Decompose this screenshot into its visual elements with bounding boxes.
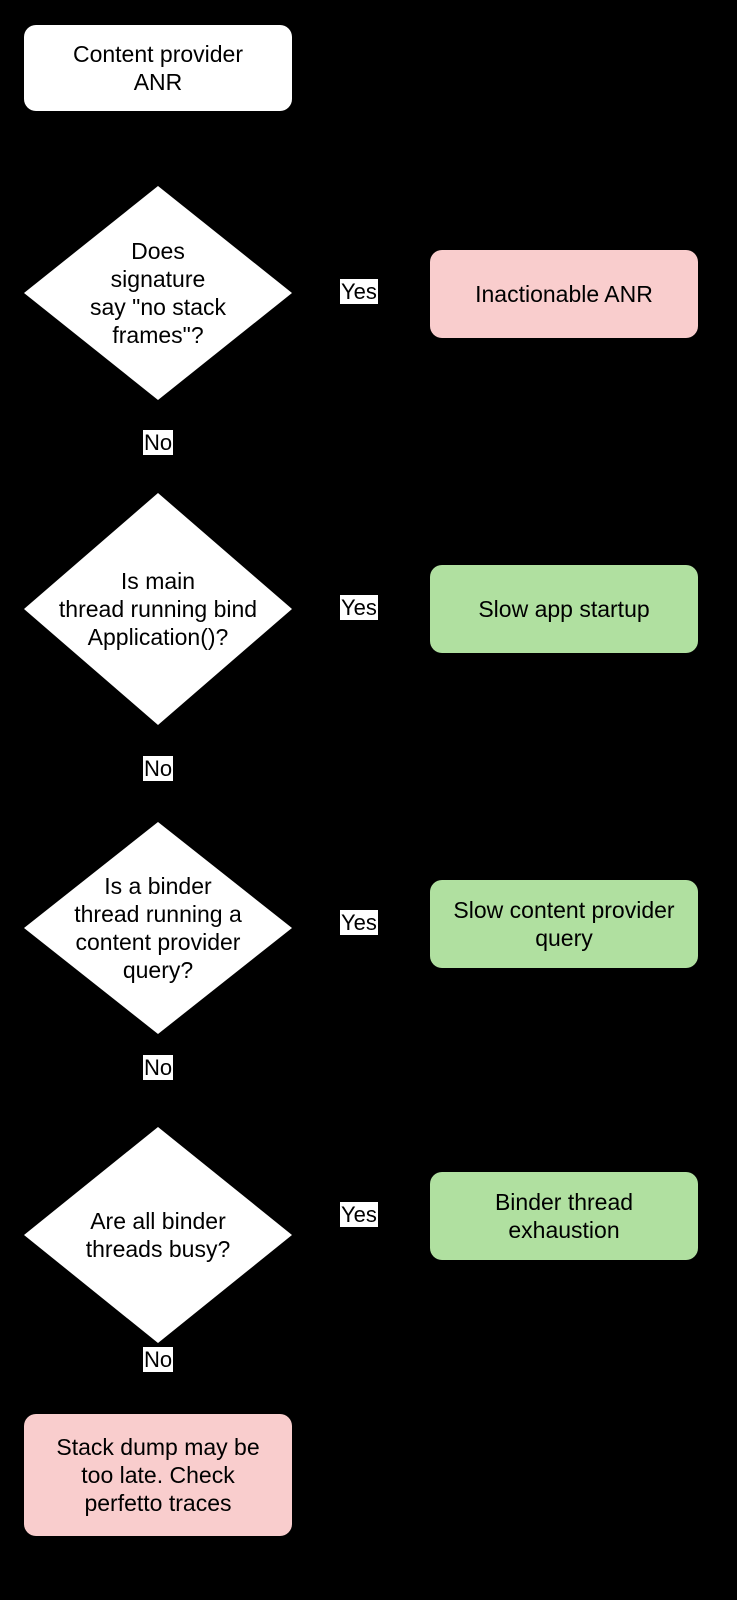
- edge-label-no-4: No: [143, 1347, 174, 1373]
- connector-decision4-to-final: [157, 1343, 159, 1425]
- connector-decision3-to-decision4: [157, 1034, 159, 1127]
- node-decision-3-label: Is a binder thread running a content pro…: [74, 872, 242, 984]
- edge-label-yes-3: Yes: [340, 910, 378, 936]
- node-decision-binder-thread-content-provider-query[interactable]: Is a binder thread running a content pro…: [24, 822, 292, 1034]
- node-result-binder-thread-exhaustion[interactable]: Binder thread exhaustion: [430, 1172, 698, 1260]
- edge-label-no-2: No: [143, 756, 174, 782]
- node-start[interactable]: Content provider ANR: [24, 25, 292, 111]
- node-decision-main-thread-bind-application[interactable]: Is main thread running bind Application(…: [24, 493, 292, 725]
- edge-label-no-1: No: [143, 430, 174, 456]
- node-decision-1-label: Does signature say "no stack frames"?: [89, 237, 226, 349]
- node-decision-all-binder-threads-busy[interactable]: Are all binder threads busy?: [24, 1127, 292, 1343]
- edge-label-yes-1: Yes: [340, 279, 378, 305]
- edge-label-yes-2: Yes: [340, 595, 378, 621]
- node-final-label: Stack dump may be too late. Check perfet…: [56, 1433, 260, 1517]
- node-result-1-label: Inactionable ANR: [475, 280, 653, 307]
- connector-start-to-decision1: [157, 110, 159, 186]
- node-result-4-label: Binder thread exhaustion: [494, 1188, 634, 1243]
- edge-label-yes-4: Yes: [340, 1202, 378, 1228]
- node-result-3-label: Slow content provider query: [453, 896, 675, 951]
- node-result-slow-content-provider-query[interactable]: Slow content provider query: [430, 880, 698, 968]
- node-start-label: Content provider ANR: [72, 40, 244, 95]
- node-result-2-label: Slow app startup: [478, 595, 650, 622]
- node-decision-4-label: Are all binder threads busy?: [85, 1207, 231, 1262]
- node-result-inactionable-anr[interactable]: Inactionable ANR: [430, 250, 698, 338]
- node-decision-signature-no-stack-frames[interactable]: Does signature say "no stack frames"?: [24, 186, 292, 400]
- node-decision-2-label: Is main thread running bind Application(…: [58, 567, 258, 651]
- edge-label-no-3: No: [143, 1055, 174, 1081]
- node-result-slow-app-startup[interactable]: Slow app startup: [430, 565, 698, 653]
- node-final-stack-dump-too-late[interactable]: Stack dump may be too late. Check perfet…: [24, 1414, 292, 1536]
